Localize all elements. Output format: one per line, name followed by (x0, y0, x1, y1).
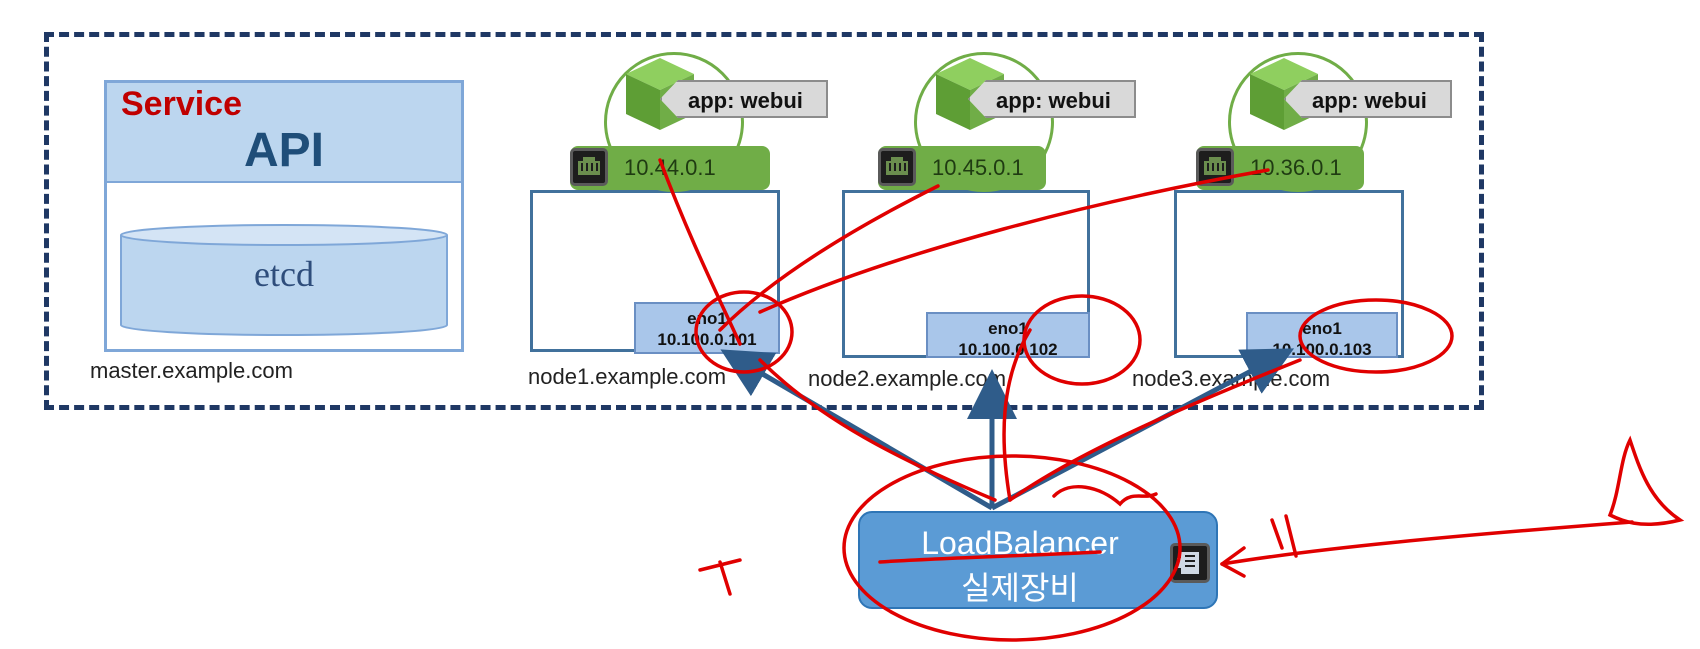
api-server-panel: Service API (107, 83, 461, 183)
node2-app-tag: app: webui (968, 80, 1136, 118)
node1-network-port-icon (570, 148, 608, 186)
node1-eth-ip: 10.100.0.101 (657, 330, 757, 349)
node1-app-tag: app: webui (660, 80, 828, 118)
node2-network-port-icon (878, 148, 916, 186)
load-balancer-port-icon (1170, 543, 1210, 583)
lb-to-node-arrows (720, 348, 1295, 511)
service-label: Service (121, 85, 242, 123)
red-handwritten-annotations (658, 158, 1685, 642)
node2-eth-ip: 10.100.0.102 (958, 340, 1058, 359)
load-balancer-subtitle: 실제장비 (961, 570, 1079, 606)
node3-eth-ip: 10.100.0.103 (1272, 340, 1372, 359)
master-hostname: master.example.com (90, 358, 293, 383)
api-label: API (243, 124, 324, 177)
node1-eth: eno1 10.100.0.101 (634, 302, 780, 354)
etcd-cylinder (120, 224, 448, 336)
etcd-label: etcd (254, 254, 314, 294)
node3-app-tag: app: webui (1284, 80, 1452, 118)
node1-hostname: node1.example.com (528, 364, 727, 389)
node2-eth-name: eno1 (988, 319, 1028, 338)
node3-eth: eno1 10.100.0.103 (1246, 312, 1398, 359)
master-node-box: Service API etcd (104, 80, 464, 352)
node2-eth: eno1 10.100.0.102 (926, 312, 1090, 359)
node3-eth-name: eno1 (1302, 319, 1342, 338)
cluster-boundary (44, 32, 1484, 410)
